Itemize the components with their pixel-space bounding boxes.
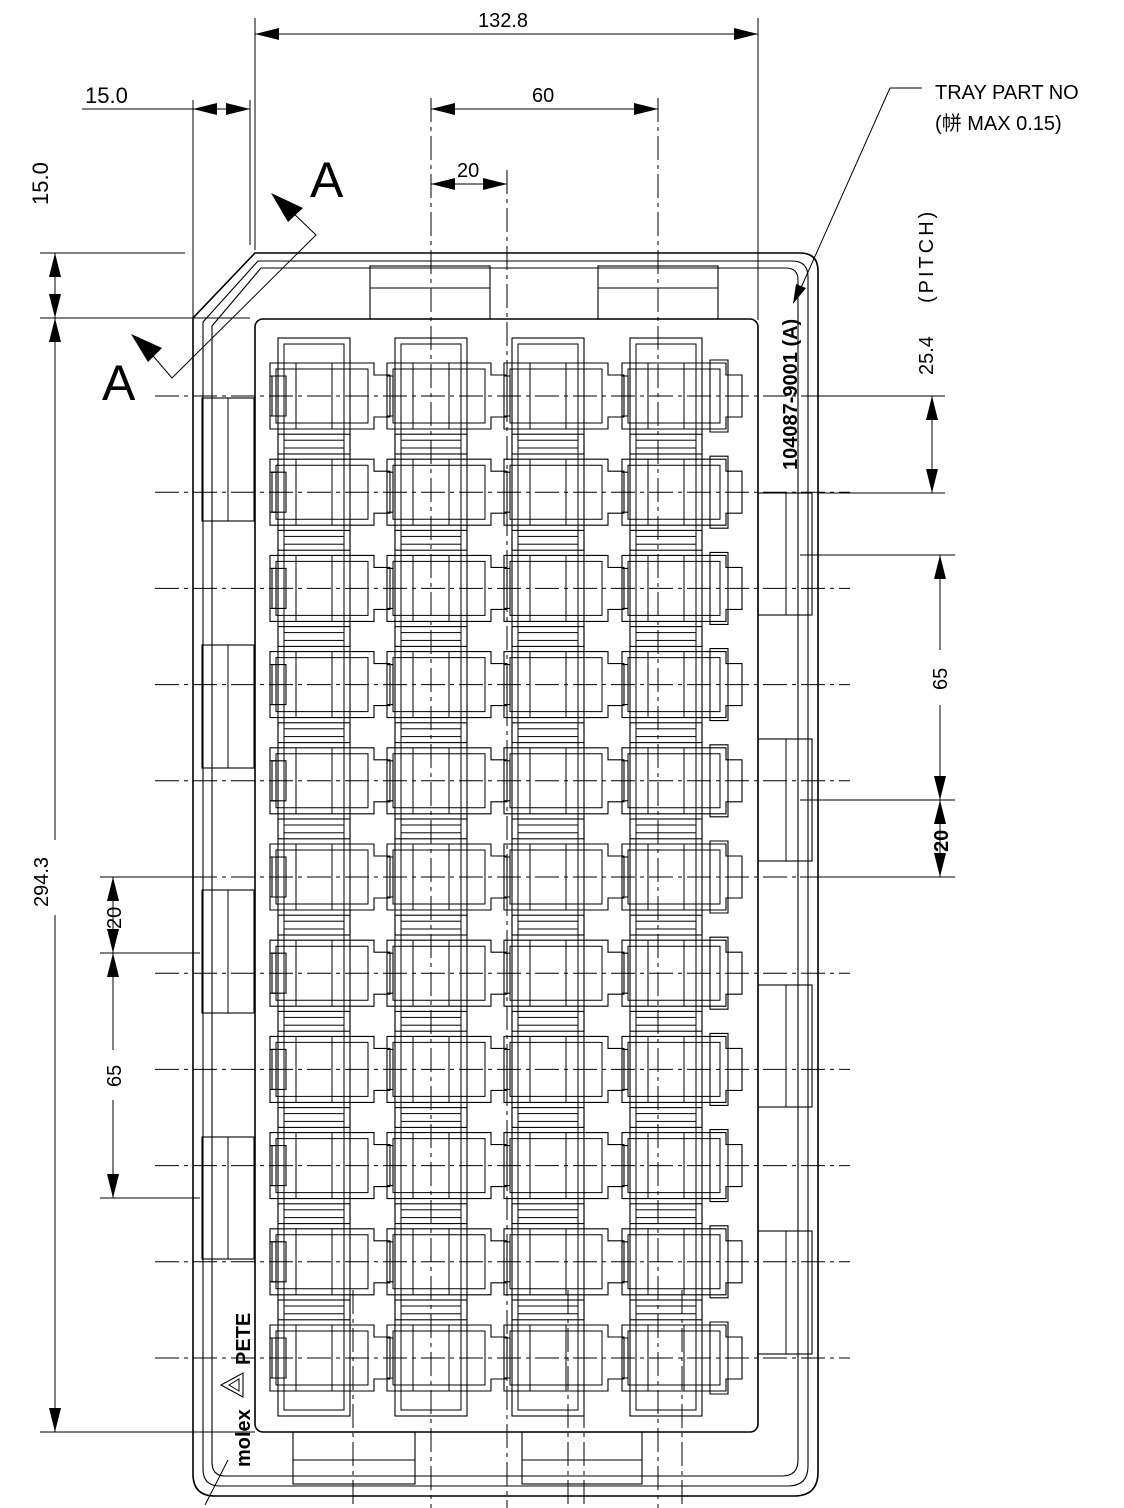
- row-end-left: [271, 952, 287, 994]
- row-end-right: [709, 744, 729, 818]
- row-centerlines: [155, 395, 850, 1359]
- dim-left-offset: 15.0: [82, 83, 250, 115]
- row-end-right: [709, 1032, 729, 1106]
- dim-pitch-text: 25.4: [916, 336, 938, 375]
- tray-part-number: 104087-9001 (A): [780, 319, 802, 470]
- dim-left-65-text: 65: [104, 1065, 126, 1087]
- tray-outline: [192, 252, 819, 1497]
- pocket-cell: [621, 433, 743, 551]
- dim-overall-width: 132.8: [255, 10, 758, 40]
- row-end-right: [709, 648, 729, 722]
- pocket-cell: [269, 1107, 391, 1225]
- pocket-cell: [621, 1299, 743, 1417]
- dim-top-offset: 15.0: [28, 162, 61, 318]
- row-end-right: [709, 359, 729, 433]
- row-end-right: [709, 1321, 729, 1395]
- row-end-left: [271, 856, 287, 898]
- dim-132-8-text: 132.8: [478, 10, 528, 32]
- top-tabs: [369, 265, 719, 320]
- row-end-right: [709, 1129, 729, 1203]
- row-end-left: [271, 1241, 287, 1283]
- section-marker: A A: [102, 152, 344, 411]
- row-end-left: [271, 760, 287, 802]
- row-end-left: [271, 1145, 287, 1187]
- dim-20-top: 20: [431, 160, 507, 190]
- row-end-right: [709, 1225, 729, 1299]
- dim-overall-height: 294.3: [31, 318, 61, 1432]
- row-end-right: [709, 455, 729, 529]
- row-end-right: [709, 551, 729, 625]
- left-tabs: [201, 397, 255, 1260]
- bottom-tabs: [292, 1431, 643, 1485]
- dim-left-20: 20: [104, 877, 126, 953]
- dim-15-v-text: 15.0: [28, 162, 53, 205]
- dim-15-h-text: 15.0: [85, 83, 128, 108]
- row-end-left: [271, 567, 287, 609]
- dim-right-65: 65: [930, 555, 952, 800]
- part-number-callout: TRAY PART NO (帡 MAX 0.15): [793, 82, 1079, 304]
- brand-logo-text: molex: [233, 1409, 255, 1467]
- dim-20-top-text: 20: [457, 160, 479, 182]
- row-end-right: [709, 840, 729, 914]
- dim-pitch: 25.4 (PITCH): [916, 209, 938, 493]
- row-end-left: [271, 1337, 287, 1379]
- material-code: PETE: [233, 1313, 255, 1365]
- section-letter-bottom: A: [102, 355, 136, 411]
- dim-pitch-label: (PITCH): [916, 209, 938, 303]
- dim-60-text: 60: [532, 85, 554, 107]
- row-end-left: [271, 471, 287, 513]
- dim-right-65-text: 65: [930, 668, 952, 690]
- extension-lines: [40, 18, 955, 1433]
- centerlines: [352, 98, 683, 1508]
- dim-294-text: 294.3: [31, 857, 53, 907]
- dim-left-65: 65: [100, 953, 200, 1199]
- callout-line1: TRAY PART NO: [935, 82, 1079, 104]
- row-end-left: [271, 375, 287, 417]
- row-end-right: [709, 936, 729, 1010]
- dim-60: 60: [431, 85, 658, 115]
- pocket-cell: [621, 1107, 743, 1225]
- recycle-icon: [219, 1372, 244, 1398]
- dim-right-20-text: 20: [931, 830, 953, 852]
- material-marking: molex PETE: [204, 1313, 255, 1506]
- callout-line2: (帡 MAX 0.15): [935, 112, 1062, 135]
- section-letter-top: A: [310, 152, 344, 208]
- row-end-left: [271, 664, 287, 706]
- dim-left-20-text: 20: [104, 907, 126, 929]
- row-end-left: [271, 1048, 287, 1090]
- dim-right-20: 20: [931, 800, 953, 877]
- right-tabs: [757, 492, 813, 1355]
